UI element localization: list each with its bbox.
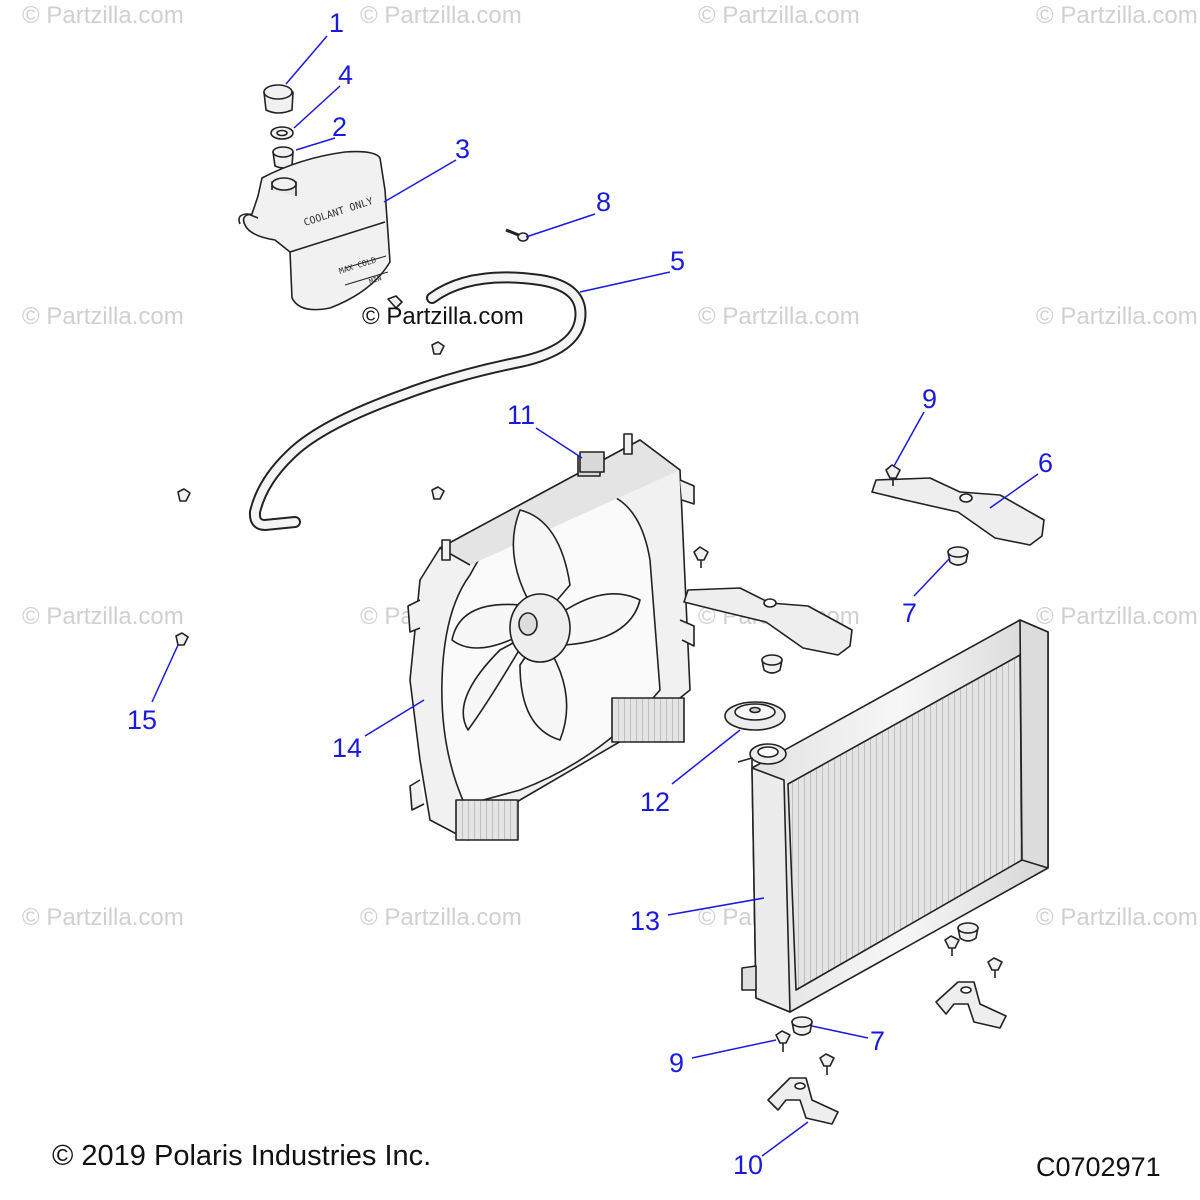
partzilla-logo: © Partzilla.com xyxy=(362,303,524,330)
watermark: © Partzilla.com xyxy=(360,2,522,29)
callout-11: 11 xyxy=(507,400,536,430)
screw-9-upper xyxy=(885,464,901,486)
callout-3: 3 xyxy=(455,134,471,164)
watermark: © Partzilla.com xyxy=(698,303,860,330)
callout-9-upper: 9 xyxy=(922,384,938,414)
callout-6: 6 xyxy=(1038,448,1054,478)
watermark: © Partzilla.com xyxy=(1036,2,1198,29)
callout-10: 10 xyxy=(733,1150,764,1180)
callout-8: 8 xyxy=(596,187,612,217)
callout-13: 13 xyxy=(630,906,661,936)
callout-7-upper: 7 xyxy=(902,598,918,628)
fan-connector xyxy=(579,451,605,473)
callout-9-lower: 9 xyxy=(669,1048,685,1078)
callout-14: 14 xyxy=(332,733,363,763)
diagram-code: C0702971 xyxy=(1036,1152,1161,1182)
grommets xyxy=(761,546,979,1036)
callout-5: 5 xyxy=(670,246,686,276)
watermark: © Partzilla.com xyxy=(22,904,184,931)
push-rivets xyxy=(175,295,445,646)
radiator xyxy=(737,619,1049,1013)
watermark: © Partzilla.com xyxy=(22,603,184,630)
watermark: © Partzilla.com xyxy=(1036,303,1198,330)
copyright-notice: © 2019 Polaris Industries Inc. xyxy=(52,1140,432,1172)
leader-lines xyxy=(151,35,1039,1157)
watermark: © Partzilla.com xyxy=(1036,603,1198,630)
coolant-reservoir: COOLANT ONLY MAX COLD MIN xyxy=(238,150,391,311)
reservoir-cap xyxy=(263,84,294,114)
watermark: © Partzilla.com xyxy=(22,2,184,29)
callout-12: 12 xyxy=(640,787,671,817)
callout-4: 4 xyxy=(338,60,354,90)
callout-15: 15 xyxy=(127,705,158,735)
watermark: © Partzilla.com xyxy=(1036,904,1198,931)
watermark: © Partzilla.com xyxy=(698,2,860,29)
bracket-lower xyxy=(767,981,1007,1125)
fan-blades xyxy=(451,509,641,741)
callout-1: 1 xyxy=(329,8,345,38)
bracket-upper xyxy=(871,477,1045,546)
bracket-middle xyxy=(683,587,853,656)
screw-9-lower xyxy=(775,1030,791,1052)
callout-2: 2 xyxy=(332,112,348,142)
screw-8 xyxy=(505,228,529,242)
reservoir-label-min: MIN xyxy=(368,274,383,286)
watermark: © Partzilla.com xyxy=(360,904,522,931)
radiator-cap xyxy=(724,701,786,731)
watermark: © Partzilla.com xyxy=(22,303,184,330)
callout-7-lower: 7 xyxy=(870,1026,886,1056)
